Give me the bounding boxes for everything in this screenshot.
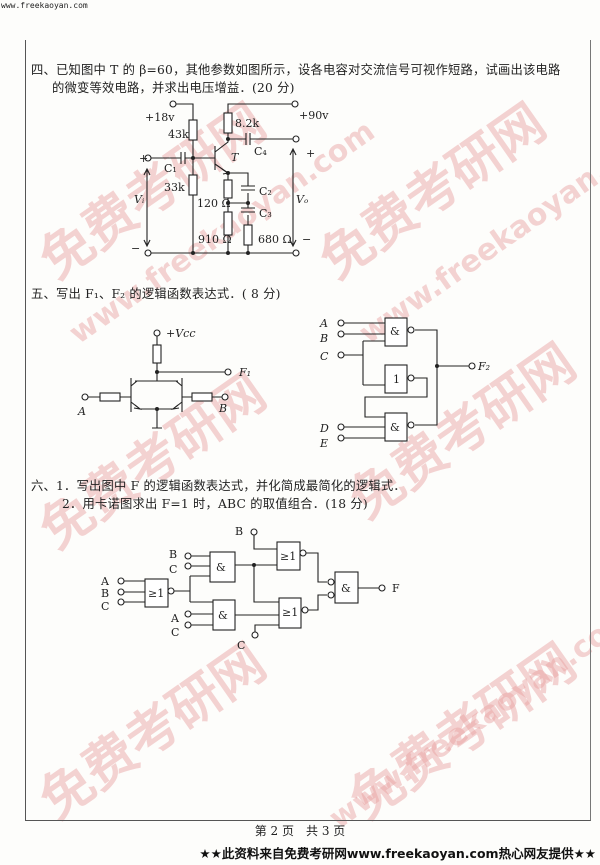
input-d-label: D [319, 422, 329, 435]
input-c-label: C [237, 639, 245, 652]
vcc-label: +Vcc [166, 327, 195, 340]
c1-label: C₁ [164, 162, 177, 175]
q6-text-line2: 2．用卡诺图求出 F=1 时，ABC 的取值组合．(18 分) [62, 497, 368, 511]
terminal [337, 423, 345, 431]
input-a-label: A [319, 317, 328, 330]
not-gate-symbol: 1 [393, 373, 400, 386]
c2-label: C₂ [259, 185, 272, 198]
input-b-label: B [319, 332, 328, 345]
input-a-label: A [77, 405, 86, 418]
and-gate-symbol: & [216, 561, 226, 574]
output-f-label: F [392, 582, 400, 595]
rc-label: 8.2k [235, 117, 259, 130]
terminal [291, 100, 299, 108]
c4-label: C₄ [254, 145, 267, 158]
terminal [169, 100, 177, 108]
and-gate-symbol: & [218, 609, 228, 622]
terminal [184, 562, 192, 570]
c3-label: C₃ [259, 207, 272, 220]
terminal [378, 584, 386, 592]
re2-label: 910 Ω [198, 233, 232, 246]
input-b-label: B [218, 402, 227, 415]
terminal [224, 368, 232, 376]
input-b-label: B [101, 587, 109, 600]
terminal [153, 329, 161, 337]
input-b-label: B [235, 525, 243, 538]
terminal [337, 330, 345, 338]
gate-circuit-f2: & 1 & A B C D E F₂ [319, 317, 490, 450]
vcc-18v-label: +18v [145, 111, 175, 124]
input-b-label: B [169, 548, 177, 561]
page-number: 第 2 页 共 3 页 [254, 824, 346, 838]
vcc-90v-label: +90v [299, 109, 329, 122]
page-border [25, 40, 591, 821]
input-e-label: E [319, 437, 328, 450]
nand-gate-symbol: & [390, 421, 400, 434]
input-c-label: C [171, 626, 179, 639]
vi-label: Vᵢ [134, 193, 144, 206]
terminal [184, 621, 192, 629]
terminal [221, 393, 229, 401]
terminal [337, 434, 345, 442]
gate-circuit-f: ≥1 & & ≥1 ≥1 & A B C B C A C B C F [100, 525, 400, 652]
nor-gate-symbol: ≥1 [282, 606, 298, 619]
transistor-label: T [231, 151, 240, 164]
terminal [292, 249, 300, 257]
terminal [250, 528, 258, 536]
terminal [184, 610, 192, 618]
terminal [117, 588, 125, 596]
input-a-label: A [170, 612, 180, 625]
input-c-label: C [320, 350, 329, 363]
and-gate-symbol: & [341, 582, 351, 595]
terminal [337, 351, 345, 359]
q6-text-line1: 六、1．写出图中 F 的逻辑函数表达式，并化简成最简化的逻辑式． [31, 479, 406, 493]
terminal [468, 362, 476, 370]
terminal [184, 552, 192, 560]
re3-label: 680 Ω [258, 233, 292, 246]
vo-label: Vₒ [296, 193, 308, 206]
terminal [144, 154, 152, 162]
transistor-nor-circuit: +Vcc F₁ A B [77, 327, 251, 429]
site-url: www.freekaoyan.com [1, 1, 88, 10]
q4-text-line2: 的微变等效电路，并求出电压增益．(20 分) [52, 81, 295, 95]
input-c-label: C [169, 563, 177, 576]
plus-sign: + [139, 152, 148, 165]
input-c-label: C [101, 600, 109, 613]
r2-label: 33k [164, 181, 185, 194]
nand-gate-symbol: & [390, 325, 400, 338]
source-banner: ★★此资料来自免费考研网www.freekaoyan.com热心网友提供★★ [199, 846, 596, 861]
nor-gate-symbol: ≥1 [148, 587, 164, 600]
r1-label: 43k [168, 128, 189, 141]
plus-sign: + [306, 147, 315, 160]
minus-sign: − [302, 233, 311, 246]
terminal [292, 135, 300, 143]
q4-text-line1: 四、已知图中 T 的 β=60，其他参数如图所示，设各电容对交流信号可视作短路，… [31, 63, 561, 77]
f1-label: F₁ [238, 366, 251, 379]
q5-title: 五、写出 F₁、F₂ 的逻辑函数表达式．( 8 分) [31, 287, 281, 301]
terminal [117, 598, 125, 606]
amplifier-circuit: +18v +90v 43k 33k 8.2k 120 Ω 910 Ω 680 Ω… [131, 100, 329, 257]
re1-label: 120 Ω [197, 197, 231, 210]
nor-gate-symbol: ≥1 [280, 550, 296, 563]
f2-label: F₂ [477, 360, 490, 373]
terminal [251, 631, 259, 639]
input-a-label: A [100, 575, 110, 588]
terminal [81, 393, 89, 401]
terminal [117, 577, 125, 585]
terminal [337, 319, 345, 327]
minus-sign: − [131, 242, 140, 255]
terminal [144, 249, 152, 257]
